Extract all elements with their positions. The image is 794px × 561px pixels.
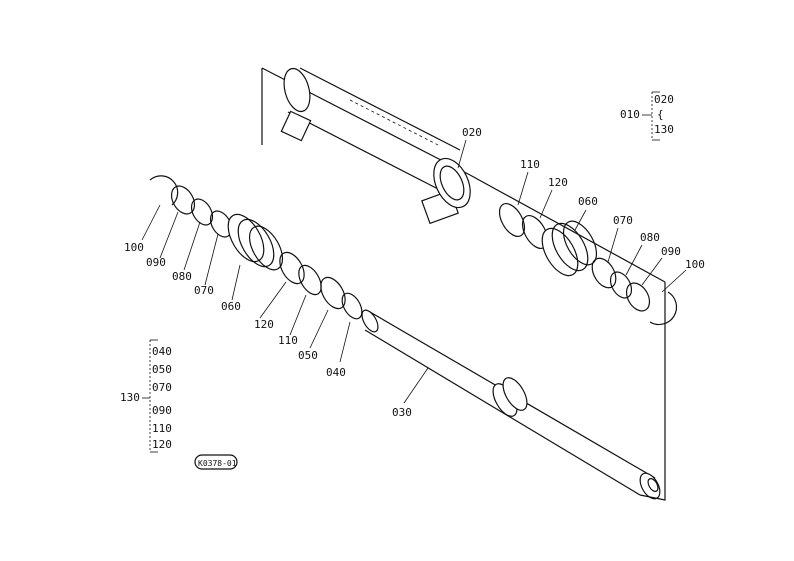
- callout-060-right: 060: [578, 195, 598, 208]
- callout-labels: 020 110 120 060 070 080 090 100 100 090 …: [124, 126, 705, 419]
- piston-rod: [361, 282, 666, 501]
- callout-080-left: 080: [172, 270, 192, 283]
- callout-070-left: 070: [194, 284, 214, 297]
- assembly-top-item-2: 130: [654, 123, 674, 136]
- assembly-left-item-090: 090: [152, 404, 172, 417]
- assembly-top-item-1: 020: [654, 93, 674, 106]
- callout-110-right: 110: [520, 158, 540, 171]
- callout-100-right: 100: [685, 258, 705, 271]
- callout-020: 020: [462, 126, 482, 139]
- assembly-bracket-010: 010 020 { 130: [620, 91, 674, 141]
- assembly-left-item-110: 110: [152, 422, 172, 435]
- assembly-left-item-040: 040: [152, 345, 172, 358]
- callout-110-left: 110: [278, 334, 298, 347]
- callout-120-left: 120: [254, 318, 274, 331]
- leader-lines: [141, 139, 687, 404]
- right-parts: [498, 203, 678, 326]
- callout-030: 030: [392, 406, 412, 419]
- callout-090-right: 090: [661, 245, 681, 258]
- callout-060-left: 060: [221, 300, 241, 313]
- assembly-left-item-050: 050: [152, 363, 172, 376]
- callout-120-right: 120: [548, 176, 568, 189]
- left-parts: [149, 175, 363, 320]
- assembly-bracket-130: 130 040 050 070 090 110 120: [120, 339, 172, 453]
- callout-050-left: 050: [298, 349, 318, 362]
- cylinder-tube: [261, 67, 666, 283]
- assembly-left-parent: 130: [120, 391, 140, 404]
- callout-080-right: 080: [640, 231, 660, 244]
- assembly-top-parent: 010: [620, 108, 640, 121]
- assembly-left-item-120: 120: [152, 438, 172, 451]
- assembly-top-range: {: [657, 108, 664, 121]
- callout-100-left: 100: [124, 241, 144, 254]
- drawing-code-stamp: K0378-01: [194, 454, 238, 470]
- callout-040-left: 040: [326, 366, 346, 379]
- callout-070-right: 070: [613, 214, 633, 227]
- drawing-code: K0378-01: [198, 459, 237, 468]
- assembly-left-item-070: 070: [152, 381, 172, 394]
- callout-090-left: 090: [146, 256, 166, 269]
